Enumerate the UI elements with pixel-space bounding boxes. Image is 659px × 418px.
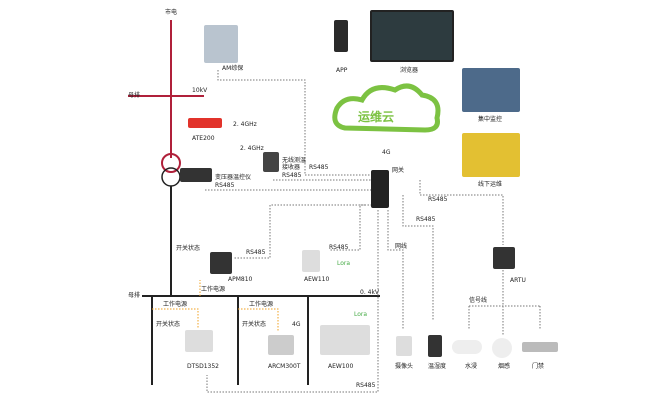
artu-icon bbox=[493, 247, 515, 269]
cloud-icon bbox=[332, 83, 441, 133]
gateway-icon bbox=[371, 170, 389, 208]
camera-icon bbox=[396, 336, 412, 356]
label-central: 集中监控 bbox=[478, 116, 503, 123]
water-sensor-icon bbox=[452, 340, 482, 354]
label-apm810: APM810 bbox=[228, 276, 253, 283]
smoke-sensor-icon bbox=[492, 338, 512, 358]
label-camera: 摄像头 bbox=[395, 363, 414, 370]
label-dtsd1352: DTSD1352 bbox=[187, 363, 219, 370]
label-rs485-apm: RS485 bbox=[246, 249, 266, 256]
label-door: 门禁 bbox=[532, 363, 545, 370]
label-rs485-bottom: RS485 bbox=[356, 382, 376, 389]
label-mains: 市电 bbox=[165, 9, 178, 16]
cloud-label: 运维云 bbox=[358, 110, 395, 124]
label-rs485-aew: RS485 bbox=[329, 244, 349, 251]
label-rs485-r2: RS485 bbox=[416, 216, 436, 223]
temp-humidity-icon bbox=[428, 335, 442, 357]
browser-monitor-icon bbox=[370, 10, 454, 62]
label-offline: 线下运维 bbox=[478, 181, 503, 188]
label-rs485-top: RS485 bbox=[309, 164, 329, 171]
aew110-icon bbox=[302, 250, 320, 272]
dtsd1352-icon bbox=[185, 330, 213, 352]
central-monitoring-photo bbox=[462, 68, 520, 112]
door-sensor-icon bbox=[522, 342, 558, 352]
label-10kv: 10kV bbox=[192, 87, 208, 94]
offline-maintenance-photo bbox=[462, 133, 520, 177]
label-am: AM综保 bbox=[222, 65, 244, 72]
label-ate200: ATE200 bbox=[192, 135, 215, 142]
label-switch1: 开关状态 bbox=[176, 245, 201, 252]
label-busbar-hv: 母排 bbox=[128, 92, 141, 99]
transformer-controller-icon bbox=[180, 168, 212, 182]
label-signal: 信号线 bbox=[469, 297, 488, 304]
label-lora2: Lora bbox=[354, 311, 368, 318]
label-rs485-recv: RS485 bbox=[282, 172, 302, 179]
label-netline: 网线 bbox=[395, 243, 408, 250]
label-transformer: 变压器温控仪 bbox=[215, 174, 252, 181]
apm810-icon bbox=[210, 252, 232, 274]
label-power2: 工作电源 bbox=[163, 301, 188, 308]
label-power3: 工作电源 bbox=[249, 301, 274, 308]
label-arcm300t: ARCM300T bbox=[268, 363, 301, 370]
label-switch3: 开关状态 bbox=[242, 321, 267, 328]
ate200-sensor-icon bbox=[188, 118, 222, 128]
label-power1: 工作电源 bbox=[201, 286, 226, 293]
label-rs485-tr: RS485 bbox=[215, 182, 235, 189]
label-th: 温湿度 bbox=[428, 363, 447, 370]
label-ghz2: 2. 4GHz bbox=[240, 145, 264, 152]
label-artu: ARTU bbox=[510, 277, 526, 284]
label-rs485-r1: RS485 bbox=[428, 196, 448, 203]
arcm300t-icon bbox=[268, 335, 294, 355]
label-smoke: 烟感 bbox=[498, 363, 511, 370]
phone-app-icon bbox=[334, 20, 348, 52]
label-app: APP bbox=[336, 67, 348, 74]
label-lora1: Lora bbox=[337, 260, 351, 267]
label-04kv: 0. 4kV bbox=[360, 289, 380, 296]
label-browser: 浏览器 bbox=[400, 67, 419, 74]
label-receiver: 无线测温 接收器 bbox=[282, 157, 307, 171]
label-aew100: AEW100 bbox=[328, 363, 354, 370]
label-4g-b: 4G bbox=[292, 321, 301, 328]
label-switch2: 开关状态 bbox=[156, 321, 181, 328]
wireless-receiver-icon bbox=[263, 152, 279, 172]
label-gateway: 网关 bbox=[392, 167, 405, 174]
am-protection-device-icon bbox=[204, 25, 238, 63]
label-4g: 4G bbox=[382, 149, 391, 156]
label-aew110: AEW110 bbox=[304, 276, 330, 283]
aew100-icon bbox=[320, 325, 370, 355]
label-water: 水浸 bbox=[465, 363, 478, 370]
label-busbar-lv: 母排 bbox=[128, 292, 141, 299]
label-ghz1: 2. 4GHz bbox=[233, 121, 257, 128]
